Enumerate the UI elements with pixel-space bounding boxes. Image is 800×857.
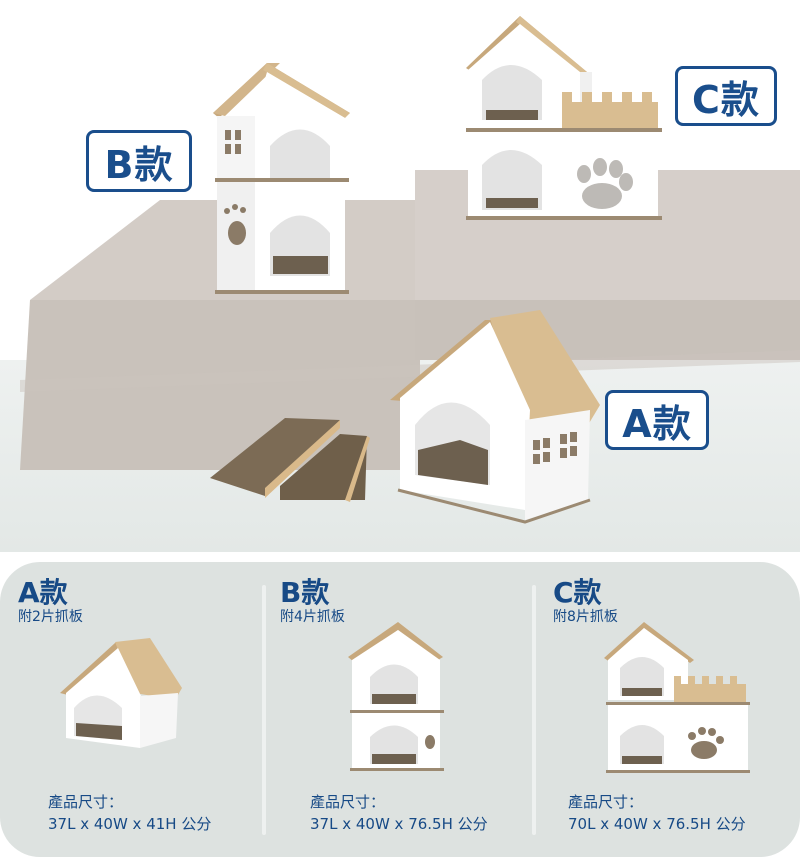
product-title: A款 — [18, 576, 68, 609]
product-b-thumbnail — [348, 622, 444, 771]
product-subtitle: 附8片抓板 — [553, 609, 618, 625]
house-a-image — [390, 310, 600, 524]
divider — [262, 585, 266, 835]
badge-c: C款 — [675, 66, 777, 126]
size-value: 37L x 40W x 76.5H 公分 — [310, 815, 488, 833]
house-c-image — [466, 16, 662, 220]
house-b-image — [213, 63, 350, 294]
divider — [532, 585, 536, 835]
size-value: 37L x 40W x 41H 公分 — [48, 815, 212, 833]
product-title: B款 — [280, 576, 330, 609]
hero-product-photo: B款 C款 A款 — [0, 16, 800, 552]
product-subtitle: 附4片抓板 — [280, 609, 345, 625]
scratch-boards-image — [210, 418, 370, 502]
size-label: 產品尺寸： — [48, 793, 124, 811]
product-a-thumbnail — [60, 638, 182, 748]
badge-a: A款 — [605, 390, 709, 450]
product-subtitle: 附2片抓板 — [18, 609, 83, 625]
size-label: 產品尺寸： — [568, 793, 644, 811]
product-c-thumbnail — [604, 622, 750, 773]
size-value: 70L x 40W x 76.5H 公分 — [568, 815, 746, 833]
badge-b: B款 — [86, 130, 192, 192]
product-title: C款 — [553, 576, 602, 609]
size-label: 產品尺寸： — [310, 793, 386, 811]
